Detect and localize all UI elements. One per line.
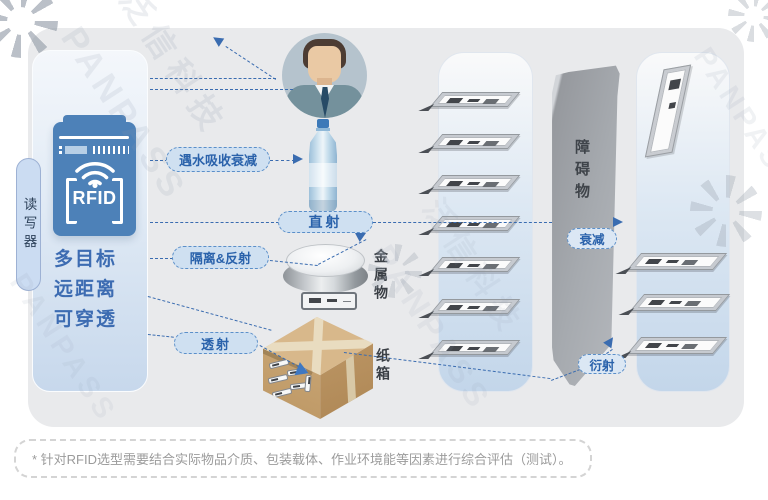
tag-column-right (636, 52, 730, 392)
bottle-collar (316, 128, 330, 131)
obstacle-label: 障碍物 (573, 139, 590, 205)
rfid-tag-under-metal (301, 292, 357, 310)
rfid-tag (429, 175, 521, 190)
carton-box (263, 317, 373, 419)
reader-side-label: 读写器 (16, 158, 41, 291)
arrowhead-right (613, 217, 623, 227)
device-line (59, 136, 129, 139)
tag-inlay (634, 340, 720, 351)
rfid-tag (629, 294, 731, 311)
rfid-tag (429, 257, 521, 272)
tag-inlay (437, 260, 513, 269)
rfid-reader-device: RFID (53, 115, 136, 236)
metal-top (286, 244, 365, 277)
tag-inlay (437, 302, 513, 311)
box-inner-tag (267, 373, 289, 385)
feature-line: 多目标 (54, 249, 118, 270)
ray-to-person-2 (150, 89, 293, 90)
reader-features: 多目标 远距离 可穿透 (54, 245, 117, 335)
rfid-tag (429, 216, 521, 231)
label-transmission: 透射 (174, 332, 258, 354)
device-vent-bars (93, 146, 129, 154)
tag-inlay (437, 343, 513, 352)
feature-line: 可穿透 (54, 309, 118, 330)
ray-to-person (150, 78, 276, 79)
rfid-tag (429, 92, 521, 107)
rfid-tag (429, 299, 521, 314)
rfid-tag (626, 337, 728, 354)
device-dots (59, 146, 62, 149)
label-water-attenuation: 遇水吸收衰减 (166, 147, 270, 172)
label-diffraction: 衍射 (578, 354, 626, 374)
box-inner-tag (271, 387, 293, 399)
device-display (65, 146, 87, 154)
footnote: * 针对RFID选型需要结合实际物品介质、包装载体、作业环境能等因素进行综合评估… (14, 439, 592, 478)
tag-inlay (437, 95, 513, 104)
bottle-cap (317, 119, 329, 128)
ray-direct-left (150, 222, 279, 223)
ray-water-left (150, 160, 168, 161)
label-isolation-reflection: 隔离&反射 (172, 246, 269, 269)
metal-label: 金属物 (373, 249, 389, 303)
metal-object (283, 244, 368, 310)
box-tape (311, 317, 324, 376)
tag-inlay (437, 178, 513, 187)
bottle-label (309, 163, 337, 187)
ray-direct-right (373, 222, 552, 223)
feature-line: 远距离 (54, 279, 118, 300)
bracket-left (66, 178, 77, 224)
obstacle-wall (552, 65, 620, 386)
tag-inlay (634, 256, 720, 267)
rfid-tag (429, 134, 521, 149)
rfid-tag (626, 253, 728, 270)
label-direct: 直射 (278, 211, 373, 233)
ray-water-right (270, 160, 295, 161)
avatar-neck (317, 78, 332, 89)
avatar-face (308, 46, 341, 83)
water-bottle (306, 119, 340, 212)
bracket-right (112, 178, 123, 224)
carton-label: 纸箱 (375, 348, 391, 384)
arrowhead-right (293, 154, 303, 164)
tag-inlay (437, 219, 513, 228)
footnote-text: * 针对RFID选型需要结合实际物品介质、包装载体、作业环境能等因素进行综合评估… (32, 452, 572, 467)
rfid-tag (429, 340, 521, 355)
tag-inlay (637, 297, 723, 308)
ray-reflect-left (150, 258, 173, 259)
avatar-tie (321, 87, 329, 118)
bottle-shade (309, 200, 337, 212)
device-top-tab (63, 115, 126, 125)
wifi-icon (74, 161, 115, 188)
person-avatar (282, 33, 367, 118)
device-label: RFID (72, 188, 117, 208)
label-attenuation: 衰减 (567, 228, 617, 249)
tag-inlay (437, 137, 513, 146)
